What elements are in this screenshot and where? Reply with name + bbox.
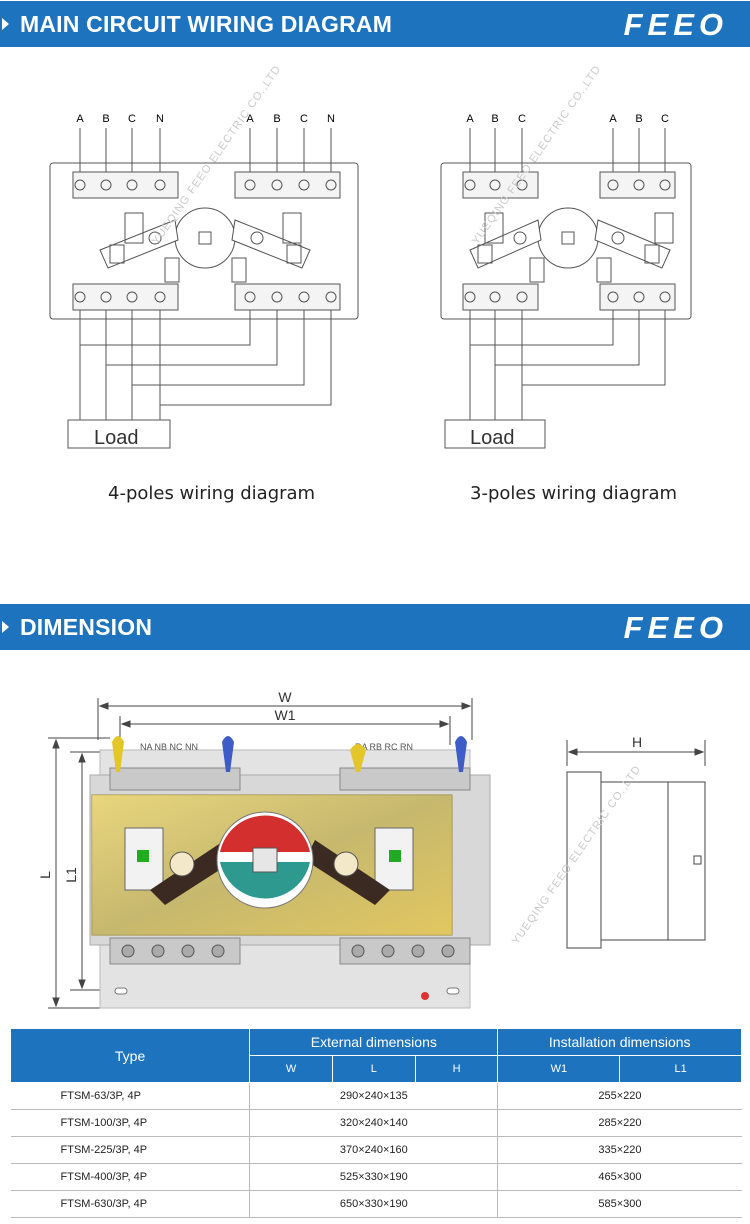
side-view-dimension-drawing: H <box>566 734 706 949</box>
type-cell: FTSM-225/3P, 4P <box>10 1136 250 1164</box>
terminal-label: C <box>661 113 669 125</box>
table-row: FTSM-100/3P, 4P 320×240×140 285×220 <box>10 1109 742 1137</box>
terminal-label: A <box>246 113 254 125</box>
top-terminals-left: NA NB NC NN <box>140 742 198 752</box>
table-row: FTSM-225/3P, 4P 370×240×160 335×220 <box>10 1136 742 1164</box>
three-pole-caption: 3-poles wiring diagram <box>470 483 678 504</box>
terminal-label: C <box>518 113 526 125</box>
header-installation: Installation dimensions <box>497 1028 742 1056</box>
three-pole-wiring-diagram: A B C A B C Load <box>440 113 692 449</box>
dim-w1-label: W1 <box>275 707 296 723</box>
header-h: H <box>414 1055 499 1083</box>
arrow-icon <box>2 621 9 633</box>
type-cell: FTSM-100/3P, 4P <box>10 1109 250 1137</box>
dim-w-label: W <box>278 689 292 705</box>
load-label: Load <box>470 427 515 449</box>
four-pole-caption: 4-poles wiring diagram <box>108 483 316 504</box>
external-cell: 370×240×160 <box>249 1136 498 1164</box>
installation-cell: 465×300 <box>497 1163 742 1191</box>
installation-cell: 255×220 <box>497 1082 742 1110</box>
dimension-section-banner: DIMENSION FEEO <box>0 604 750 650</box>
type-cell: FTSM-63/3P, 4P <box>10 1082 250 1110</box>
table-row: FTSM-630/3P, 4P 650×330×190 585×300 <box>10 1190 742 1218</box>
brand-logo: FEEO <box>623 610 728 645</box>
dim-h-label: H <box>632 734 642 750</box>
dim-l-label: L <box>37 871 53 879</box>
installation-cell: 585×300 <box>497 1190 742 1218</box>
terminal-label: N <box>156 113 164 125</box>
installation-cell: 335×220 <box>497 1136 742 1164</box>
load-label: Load <box>94 427 139 449</box>
four-pole-wiring-diagram: A B C N A B C N <box>49 113 359 449</box>
header-external: External dimensions <box>249 1028 499 1056</box>
wiring-section-banner: MAIN CIRCUIT WIRING DIAGRAM FEEO <box>0 1 750 47</box>
header-type: Type <box>9 1028 251 1083</box>
terminal-label: B <box>635 113 642 125</box>
brand-logo: FEEO <box>623 7 728 42</box>
dimension-section-title: DIMENSION <box>20 614 153 640</box>
terminal-label: A <box>76 113 84 125</box>
front-view-dimension-drawing: W W1 L L1 NA NB NC NN RA RB RC RN <box>37 689 491 1009</box>
header-w1: W1 <box>497 1055 621 1083</box>
header-l: L <box>332 1055 416 1083</box>
installation-cell: 285×220 <box>497 1109 742 1137</box>
dimension-table: Type External dimensions Installation di… <box>9 1028 742 1218</box>
terminal-label: B <box>491 113 498 125</box>
terminal-label: B <box>273 113 280 125</box>
table-row: FTSM-400/3P, 4P 525×330×190 465×300 <box>10 1163 742 1191</box>
top-terminals-right: RA RB RC RN <box>355 742 413 752</box>
terminal-label: N <box>327 113 335 125</box>
terminal-label: B <box>102 113 109 125</box>
header-w: W <box>249 1055 334 1083</box>
external-cell: 320×240×140 <box>249 1109 498 1137</box>
dim-l1-label: L1 <box>63 867 79 883</box>
external-cell: 290×240×135 <box>249 1082 498 1110</box>
external-cell: 525×330×190 <box>249 1163 498 1191</box>
terminal-label: C <box>300 113 308 125</box>
arrow-icon <box>2 18 9 30</box>
external-cell: 650×330×190 <box>249 1190 498 1218</box>
header-l1: L1 <box>619 1055 742 1083</box>
table-row: FTSM-63/3P, 4P 290×240×135 255×220 <box>10 1082 742 1110</box>
terminal-label: C <box>128 113 136 125</box>
wiring-section-title: MAIN CIRCUIT WIRING DIAGRAM <box>20 11 393 37</box>
type-cell: FTSM-630/3P, 4P <box>10 1190 250 1218</box>
type-cell: FTSM-400/3P, 4P <box>10 1163 250 1191</box>
terminal-label: A <box>466 113 474 125</box>
terminal-label: A <box>609 113 617 125</box>
